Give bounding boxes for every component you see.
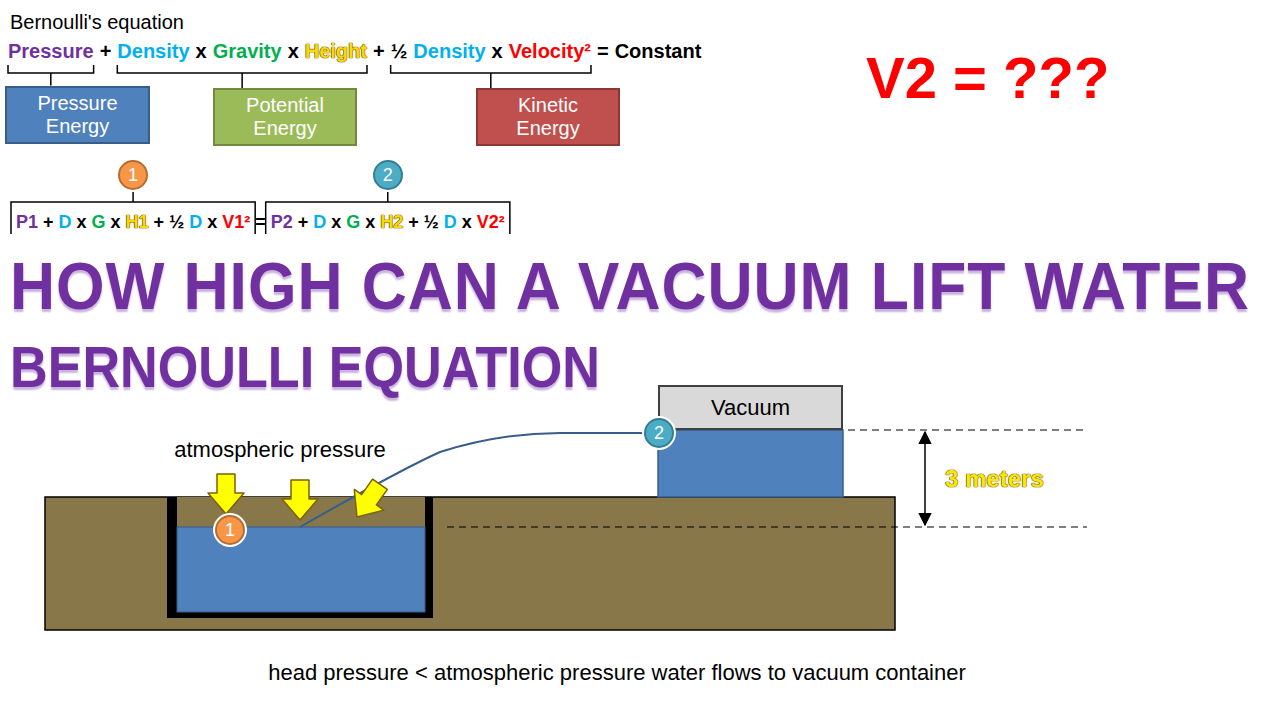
bracket-tick — [387, 190, 389, 202]
dimension-label: 3 meters — [945, 466, 1044, 492]
subtitle-box: Bernoulli's equation — [10, 11, 184, 33]
equation-term: G — [346, 212, 360, 233]
bracket — [11, 202, 255, 234]
callout-number: 2 — [383, 165, 393, 186]
equation-term: + — [154, 212, 165, 233]
bracket-tick — [241, 73, 243, 88]
equation-term: + — [43, 212, 54, 233]
box-label: Potential Energy — [221, 94, 349, 140]
bracket-tick — [490, 73, 492, 88]
equation-row: Pressure+DensityxGravityxHeight+½Density… — [8, 40, 701, 63]
box-label: Vacuum — [711, 395, 790, 420]
equation-term: Density — [413, 40, 485, 63]
equation-term: ½ — [424, 212, 439, 233]
equation-term: x — [288, 40, 299, 63]
dimension-arrow — [924, 432, 926, 525]
unknown-velocity-box: V2 = ??? — [866, 46, 1109, 110]
ground — [45, 497, 895, 630]
bracket — [117, 65, 367, 73]
equation-row: P1+DxGxH1+½DxV1²=P2+DxGxH2+½DxV2² — [16, 212, 505, 233]
equation-term: H2 — [380, 212, 403, 233]
equation-term: ½ — [391, 40, 408, 63]
equation-term: D — [444, 212, 457, 233]
caption-block: head pressure < atmospheric pressure wat… — [0, 661, 1234, 685]
caption: head pressure < atmospheric pressure wat… — [268, 660, 966, 685]
box-label: Pressure Energy — [13, 92, 142, 138]
atmospheric-label: atmospheric pressure — [174, 438, 386, 462]
equation-term: x — [111, 212, 121, 233]
level-line — [848, 430, 1087, 431]
equation-term: G — [92, 212, 106, 233]
equation-term: + — [408, 212, 419, 233]
bracket-tick — [50, 73, 52, 86]
title-line: BERNOULLI EQUATION — [10, 335, 600, 399]
equation-term: ½ — [169, 212, 184, 233]
point-marker: 2 — [644, 418, 674, 448]
equation-term: x — [207, 212, 217, 233]
vacuum-box: Vacuum — [658, 385, 843, 430]
equation-term: Constant — [615, 40, 702, 63]
title-block: HOW HIGH CAN A VACUUM LIFT WATER — [10, 250, 1280, 323]
equation-term: + — [100, 40, 112, 63]
equation-term: H1 — [126, 212, 149, 233]
subtitle: Bernoulli's equation — [10, 11, 184, 33]
bracket — [266, 202, 510, 234]
equation-term: x — [77, 212, 87, 233]
pressure-arrow — [282, 480, 318, 520]
energy-box: Kinetic Energy — [476, 88, 620, 146]
container-water — [658, 430, 843, 497]
equation-term: Density — [117, 40, 189, 63]
point-marker: 2 — [373, 160, 403, 190]
unknown-velocity: V2 = ??? — [866, 46, 1109, 110]
energy-box: Potential Energy — [213, 88, 357, 146]
callout-number: 1 — [128, 165, 138, 186]
box-label: Kinetic Energy — [484, 94, 612, 140]
title: HOW HIGH CAN A VACUUM LIFT WATER — [10, 250, 1250, 323]
callout-number: 2 — [654, 423, 664, 444]
dimension-label-box: 3 meters — [945, 466, 1044, 492]
pressure-arrow — [208, 474, 244, 514]
equation-term: Gravity — [213, 40, 282, 63]
pressure-arrow — [342, 474, 394, 527]
bracket-tick — [132, 190, 134, 202]
equation-term: V1² — [222, 212, 250, 233]
equation-term: V2² — [477, 212, 505, 233]
equation-term: Pressure — [8, 40, 94, 63]
point-marker: 1 — [215, 515, 245, 545]
equation-term: Height — [305, 40, 367, 63]
equation-term: D — [313, 212, 326, 233]
equation-term: x — [331, 212, 341, 233]
well-water — [177, 527, 425, 612]
equation-term: + — [373, 40, 385, 63]
equation-term: Velocity² — [509, 40, 591, 63]
equation-term: + — [298, 212, 309, 233]
equation-term: D — [189, 212, 202, 233]
level-line — [447, 527, 1087, 528]
point-marker: 1 — [118, 160, 148, 190]
atmospheric-label-box: atmospheric pressure — [174, 438, 386, 462]
equation-term: = — [597, 40, 609, 63]
callout-number: 1 — [225, 520, 235, 541]
bracket — [391, 65, 591, 73]
equation-term: x — [462, 212, 472, 233]
equation-term: x — [365, 212, 375, 233]
title-line-box: BERNOULLI EQUATION — [10, 335, 666, 399]
bracket — [8, 65, 94, 73]
equation-term: = — [255, 212, 266, 233]
equation-term: P2 — [271, 212, 293, 233]
equation-term: x — [492, 40, 503, 63]
equation-term: x — [196, 40, 207, 63]
energy-box: Pressure Energy — [5, 86, 150, 144]
equation-term: D — [59, 212, 72, 233]
equation-term: P1 — [16, 212, 38, 233]
